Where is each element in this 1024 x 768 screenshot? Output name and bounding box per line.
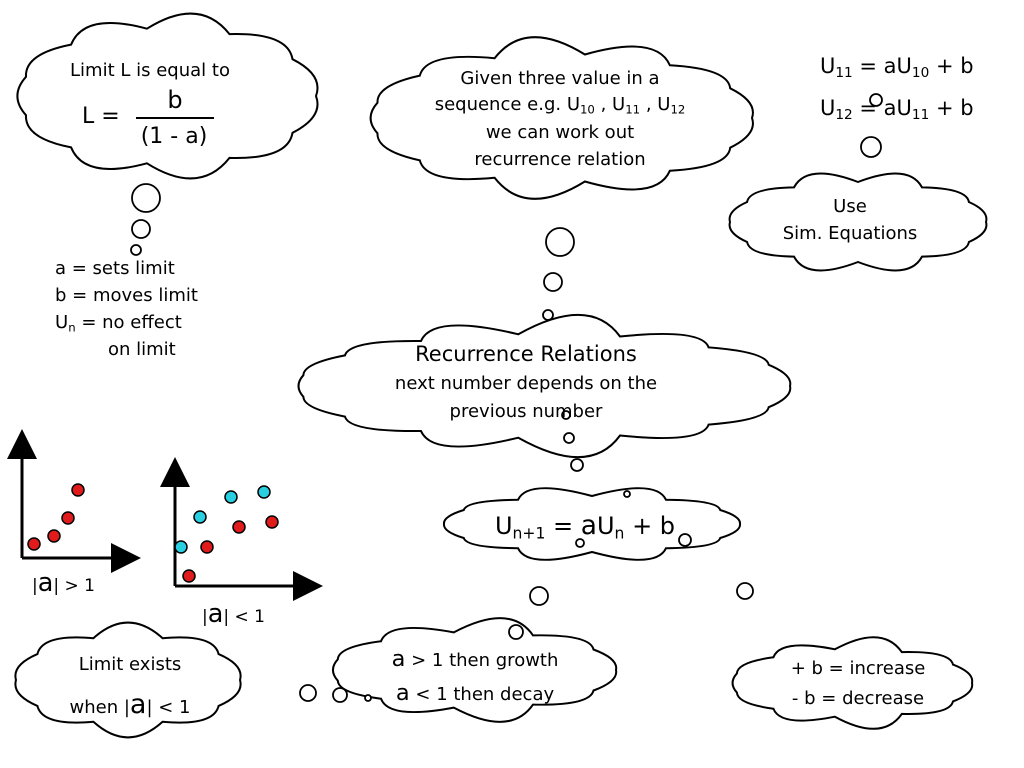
growth-line: a > 1 then growth [391,646,559,672]
given-line2: sequence e.g. U10 , U11 , U12 [434,94,686,117]
graph-point-5 [182,569,196,583]
growth-cloud [331,617,618,723]
thought-bubble-17 [508,624,524,640]
thought-bubble-14 [678,533,692,547]
graph-point-7 [232,520,246,534]
thought-bubble-4 [545,227,575,257]
main-subtitle-2: previous number [449,401,603,422]
limit-lhs: L = [82,104,120,129]
thought-bubble-12 [623,490,631,498]
thought-bubble-1 [131,183,161,213]
sim-cloud [728,172,988,272]
main-subtitle-1: next number depends on the [394,373,658,394]
graph-point-8 [265,515,279,529]
thought-bubble-2 [131,219,151,239]
graph-point-6 [200,540,214,554]
note-b: b = moves limit [55,285,198,306]
title-cloud [297,313,792,459]
thought-bubble-15 [736,582,754,600]
main-title: Recurrence Relations [415,342,637,366]
b-cloud [731,636,974,730]
thought-bubble-5 [543,272,563,292]
limit-caption: Limit L is equal to [70,60,230,81]
limit-cloud [16,12,319,180]
note-un: Un = no effect [55,312,182,335]
given-line1: Given three value in a [460,68,660,89]
graph-point-1 [27,537,41,551]
graph2-label: |a| < 1 [202,599,265,629]
decay-line: a < 1 then decay [395,680,555,706]
thought-bubble-16 [529,586,549,606]
graph1-label: |a| > 1 [32,568,95,598]
given-line4: recurrence relation [474,149,646,170]
graph-point-4 [71,483,85,497]
given-line3: we can work out [485,122,635,143]
fraction-bar [136,117,214,119]
graph-point-3 [61,511,75,525]
b-decrease: - b = decrease [791,688,925,709]
thought-bubble-18 [299,684,317,702]
thought-bubble-6 [542,309,554,321]
thought-bubble-10 [563,432,575,444]
limit-denominator: (1 - a) [140,124,208,149]
formula-cloud [442,487,742,561]
thought-bubble-19 [332,687,348,703]
b-increase: + b = increase [790,658,926,679]
thought-bubble-8 [869,93,883,107]
limit-numerator: b [167,86,183,114]
note-un-cont: on limit [108,339,176,360]
thought-bubble-13 [575,538,585,548]
thought-bubble-9 [561,410,571,420]
graph-point-12 [257,485,271,499]
thought-bubble-7 [860,136,882,158]
limit-exists-cloud [14,621,242,739]
graph-point-9 [174,540,188,554]
thought-bubble-3 [130,244,142,256]
limit-exists-line1: Limit exists [78,654,182,675]
limit-exists-line2: when |a| < 1 [69,689,191,720]
recurrence-formula: Un+1 = aUn + b [494,510,676,543]
graph-point-11 [224,490,238,504]
sim-line1: Use [833,196,867,217]
equation-u12: U12 = aU11 + b [820,96,974,124]
equation-u11: U11 = aU10 + b [820,54,974,82]
graph-point-10 [193,510,207,524]
note-a: a = sets limit [55,258,175,279]
thought-bubble-20 [364,694,372,702]
given-cloud [369,36,754,200]
sim-line2: Sim. Equations [782,223,918,244]
graph-point-2 [47,529,61,543]
thought-bubble-11 [570,458,584,472]
